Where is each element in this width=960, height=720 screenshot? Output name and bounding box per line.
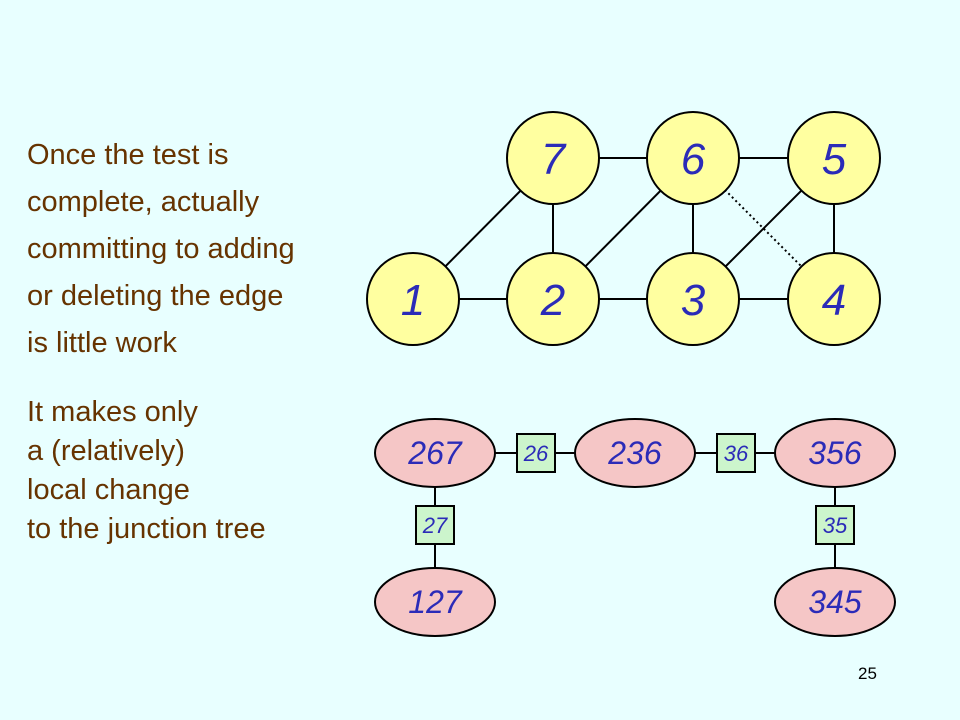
paragraph-1-line: Once the test is: [27, 139, 229, 171]
separator-35: [815, 505, 855, 545]
paragraph-2-line: a (relatively): [27, 435, 185, 467]
node-1-label: 1: [401, 276, 425, 325]
separator-26: [516, 433, 556, 473]
clique-345: [774, 567, 896, 637]
separator-26-label: 26: [523, 441, 549, 466]
page-number: 25: [858, 664, 877, 683]
paragraph-1-line: complete, actually: [27, 186, 260, 218]
paragraph-1-line: or deleting the edge: [27, 280, 284, 312]
clique-236-label: 236: [607, 435, 662, 471]
node-3: [646, 252, 740, 346]
clique-356-label: 356: [808, 435, 862, 471]
node-4: [787, 252, 881, 346]
node-3-label: 3: [681, 276, 706, 325]
paragraph-1-line: committing to adding: [27, 233, 295, 265]
node-4-label: 4: [822, 276, 846, 325]
explanation-paragraph-1: Once the test is complete, actually comm…: [27, 132, 295, 367]
paragraph-1-line: is little work: [27, 327, 177, 359]
cliques: [374, 418, 896, 637]
node-6-label: 6: [681, 135, 706, 184]
node-2-label: 2: [540, 276, 565, 325]
node-5-label: 5: [822, 135, 847, 184]
separator-35-label: 35: [823, 513, 848, 538]
clique-267-label: 267: [407, 435, 463, 471]
separators: [415, 433, 855, 545]
paragraph-2-line: It makes only: [27, 396, 198, 428]
clique-267: [374, 418, 496, 488]
node-7-label: 7: [541, 135, 567, 184]
separator-27-label: 27: [422, 513, 448, 538]
explanation-paragraph-2: It makes only a (relatively) local chang…: [27, 393, 266, 549]
separator-36: [716, 433, 756, 473]
graph-nodes: [366, 111, 881, 346]
node-7: [506, 111, 600, 205]
clique-127-label: 127: [408, 584, 463, 620]
clique-356: [774, 418, 896, 488]
paragraph-2-line: to the junction tree: [27, 513, 266, 545]
node-2: [506, 252, 600, 346]
clique-345-label: 345: [808, 584, 862, 620]
separator-36-label: 36: [724, 441, 749, 466]
node-1: [366, 252, 460, 346]
paragraph-2-line: local change: [27, 474, 190, 506]
clique-127: [374, 567, 496, 637]
clique-236: [574, 418, 696, 488]
node-5: [787, 111, 881, 205]
graph-edges: [412, 157, 835, 300]
separator-27: [415, 505, 455, 545]
node-6: [646, 111, 740, 205]
